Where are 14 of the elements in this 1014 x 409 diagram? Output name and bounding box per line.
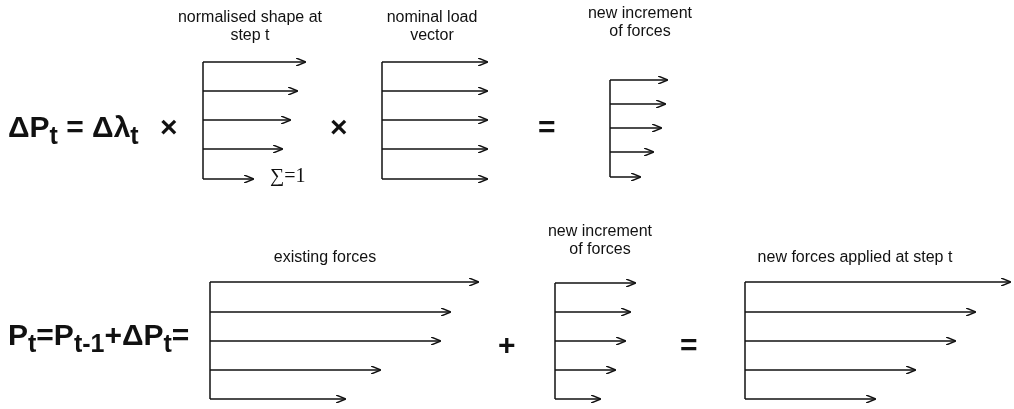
operator-symbol: ×	[160, 110, 178, 145]
caption: normalised shape at step t	[176, 8, 324, 45]
equation-term: P$_{t}$=P$_{t-1}$+ΔP$_{t}$=	[8, 318, 190, 358]
caption: new increment of forces	[546, 222, 653, 259]
sum-annotation: ∑=1	[270, 164, 306, 187]
caption: new forces applied at step t	[756, 248, 954, 267]
operator-symbol: +	[498, 328, 516, 363]
operator-symbol: =	[680, 328, 698, 363]
caption: nominal load vector	[385, 8, 479, 45]
caption: new increment of forces	[586, 4, 693, 41]
equation-term: ΔP$_{t}$ = Δλ$_{t}$	[8, 110, 139, 150]
operator-symbol: =	[538, 110, 556, 145]
operator-symbol: ×	[330, 110, 348, 145]
caption: existing forces	[272, 248, 378, 267]
